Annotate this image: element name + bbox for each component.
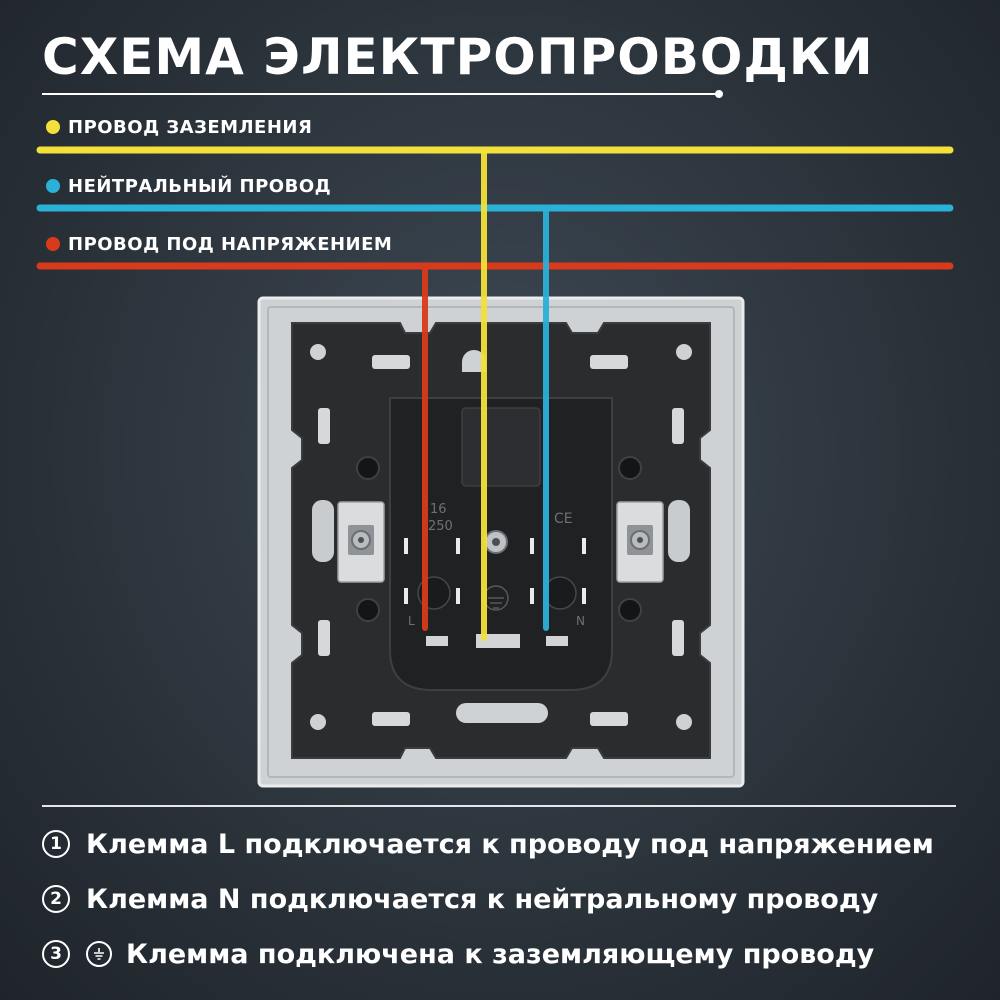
legend-ground-label: ПРОВОД ЗАЗЕМЛЕНИЯ	[68, 116, 313, 138]
mounting-screw	[618, 456, 642, 480]
plate-slot	[590, 355, 628, 369]
bottom-oval-hole	[456, 703, 548, 723]
step-3: 3 Клемма подключена к заземляющему прово…	[42, 934, 874, 974]
side-clip-left	[312, 500, 334, 562]
terminal-n-mark: N	[576, 614, 585, 628]
contact	[546, 636, 568, 646]
ground-symbol-icon	[86, 941, 112, 967]
section-divider	[42, 805, 956, 807]
corner-hole	[310, 344, 326, 360]
terminal-l-mark: L	[408, 614, 415, 628]
legend-live: ПРОВОД ПОД НАПРЯЖЕНИЕМ	[46, 232, 392, 256]
corner-hole	[310, 714, 326, 730]
step-2: 2 Клемма N подключается к нейтральному п…	[42, 879, 878, 919]
step-3-number: 3	[42, 940, 70, 968]
plate-slot	[672, 408, 684, 444]
side-clip-right	[668, 500, 690, 562]
socket-core	[461, 407, 541, 487]
legend-neutral: НЕЙТРАЛЬНЫЙ ПРОВОД	[46, 174, 331, 198]
step-1: 1 Клемма L подключается к проводу под на…	[42, 824, 934, 864]
plate-slot	[318, 408, 330, 444]
socket-frame-inner-edge	[267, 306, 735, 778]
title-underline	[42, 93, 718, 95]
contact	[426, 636, 448, 646]
step-3-text: Клемма подключена к заземляющему проводу	[126, 938, 875, 970]
step-1-number: 1	[42, 830, 70, 858]
plate-slot	[672, 620, 684, 656]
neutral-dot-icon	[46, 179, 60, 193]
mounting-screw	[356, 456, 380, 480]
ce-mark: CE	[554, 511, 573, 527]
step-2-number: 2	[42, 885, 70, 913]
rating-voltage: 250	[428, 519, 453, 534]
corner-hole	[676, 344, 692, 360]
plate-slot	[318, 620, 330, 656]
legend-ground: ПРОВОД ЗАЗЕМЛЕНИЯ	[46, 115, 312, 139]
corner-hole	[676, 714, 692, 730]
legend-live-label: ПРОВОД ПОД НАПРЯЖЕНИЕМ	[68, 233, 393, 255]
title-underline-dot	[715, 90, 723, 98]
live-dot-icon	[46, 237, 60, 251]
ground-dot-icon	[46, 120, 60, 134]
plate-slot	[372, 355, 410, 369]
step-1-text: Клемма L подключается к проводу под напр…	[86, 828, 934, 860]
plate-slot	[372, 712, 410, 726]
mounting-screw	[618, 598, 642, 622]
step-2-text: Клемма N подключается к нейтральному про…	[86, 883, 879, 915]
rating-current: 16	[430, 502, 447, 517]
top-key-hole	[462, 350, 486, 372]
page-title: СХЕМА ЭЛЕКТРОПРОВОДКИ	[42, 28, 874, 86]
legend-neutral-label: НЕЙТРАЛЬНЫЙ ПРОВОД	[68, 175, 332, 197]
mounting-screw	[356, 598, 380, 622]
plate-slot	[590, 712, 628, 726]
